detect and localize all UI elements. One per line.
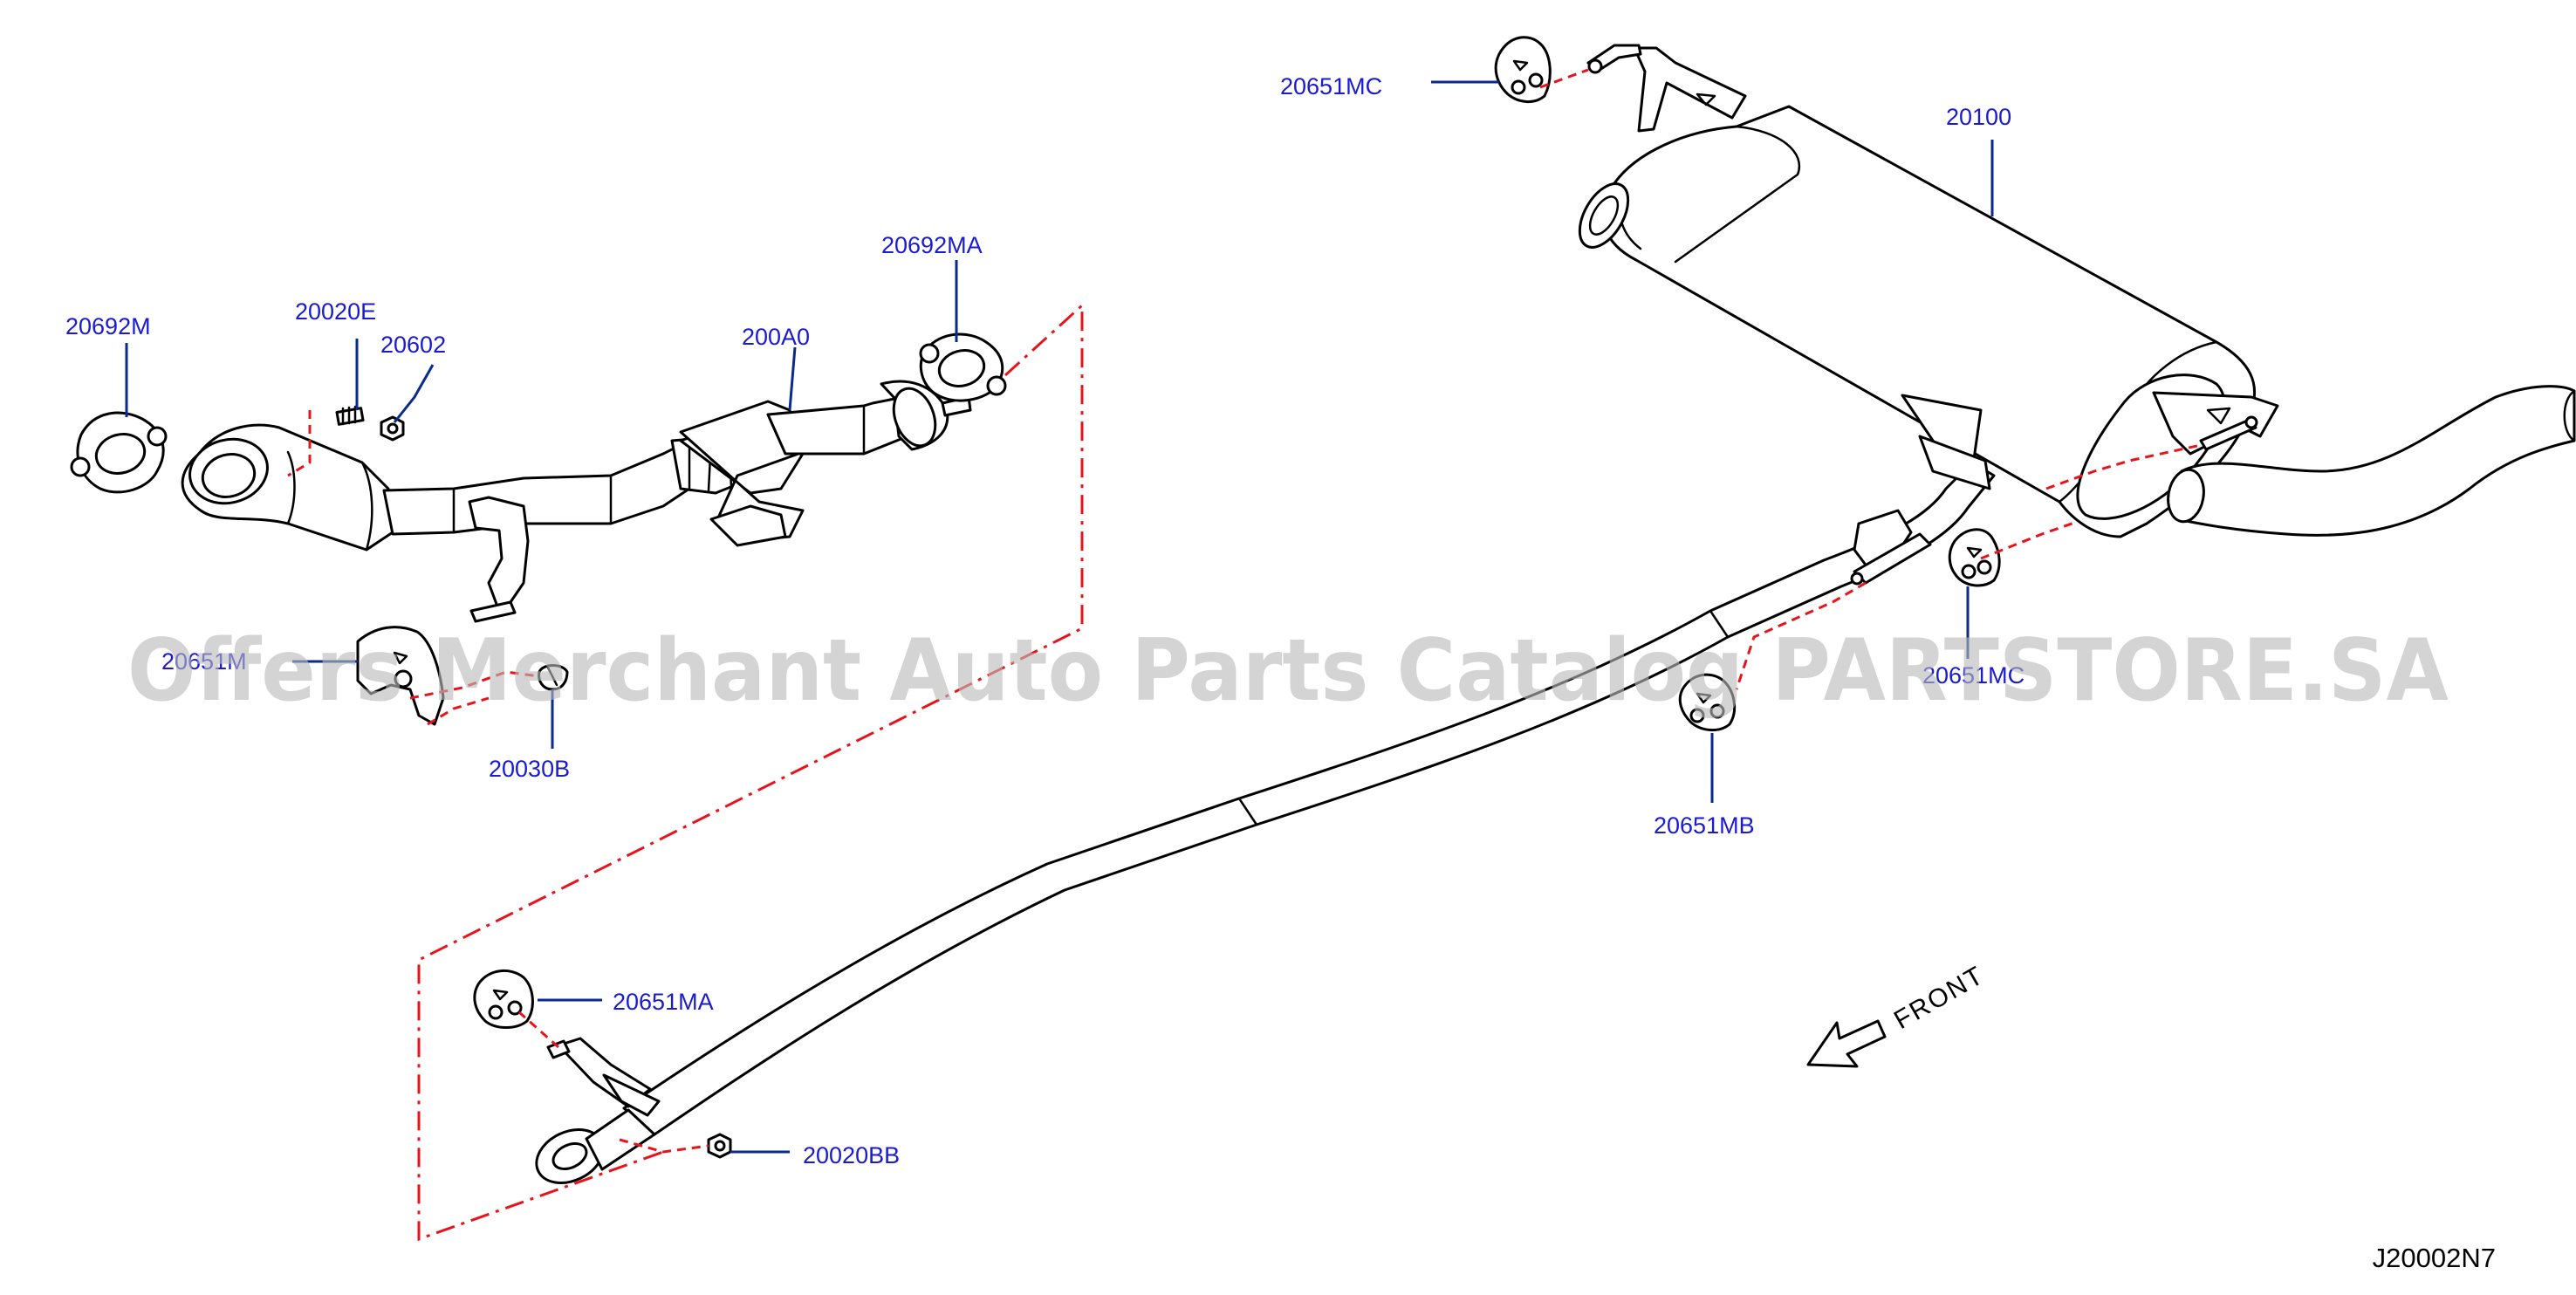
label-20651mc-right: 20651MC xyxy=(1922,662,2024,689)
leader-lines xyxy=(125,80,1994,1154)
label-20692ma: 20692MA xyxy=(881,232,983,258)
label-20651ma: 20651MA xyxy=(613,989,714,1015)
tail-pipe xyxy=(2167,385,2576,537)
center-pipe xyxy=(535,461,1996,1184)
center-pipe-rear-bracket xyxy=(1850,509,1932,586)
front-arrow-icon xyxy=(1806,1019,1887,1068)
label-20020bb: 20020BB xyxy=(803,1142,900,1168)
gasket-20692m xyxy=(70,411,168,494)
nut-20602 xyxy=(380,415,405,442)
label-20692m: 20692M xyxy=(65,313,151,339)
nut-20020bb xyxy=(707,1133,732,1159)
gasket-20692ma xyxy=(919,332,1007,402)
part-labels: 20692M 20020E 20602 200A0 20692MA 20651M… xyxy=(65,73,2024,1168)
center-pipe-flange xyxy=(535,1108,656,1184)
hanger-rubber-20651m xyxy=(356,626,445,726)
bolt-20030b xyxy=(538,664,569,691)
front-tube-catalyst xyxy=(181,380,972,623)
hanger-rubber-20651mb xyxy=(1678,673,1737,731)
center-pipe-front-bracket xyxy=(546,1037,661,1117)
watermark: Offers Merchant Auto Parts Catalog PARTS… xyxy=(127,621,2449,721)
label-20651mb: 20651MB xyxy=(1654,812,1755,839)
main-muffler xyxy=(1578,44,2279,538)
front-label: FRONT xyxy=(1889,961,1990,1035)
hanger-rubber-20651ma xyxy=(473,969,534,1029)
label-20651mc-top: 20651MC xyxy=(1280,73,1382,99)
front-direction-indicator: FRONT xyxy=(1806,961,1990,1068)
label-20100: 20100 xyxy=(1946,104,2011,130)
hanger-rubber-20651mc-top xyxy=(1494,36,1552,103)
drawing-code: J20002N7 xyxy=(2373,1243,2496,1273)
label-200a0: 200A0 xyxy=(742,324,810,350)
label-20030b: 20030B xyxy=(489,756,570,782)
label-20651m: 20651M xyxy=(161,648,247,675)
hanger-rubber-20651mc-right xyxy=(1948,528,2001,587)
label-20020e: 20020E xyxy=(295,298,376,325)
stud-20020e xyxy=(335,405,365,426)
assembly-relation-lines xyxy=(287,68,2202,1242)
label-20602: 20602 xyxy=(380,332,446,358)
